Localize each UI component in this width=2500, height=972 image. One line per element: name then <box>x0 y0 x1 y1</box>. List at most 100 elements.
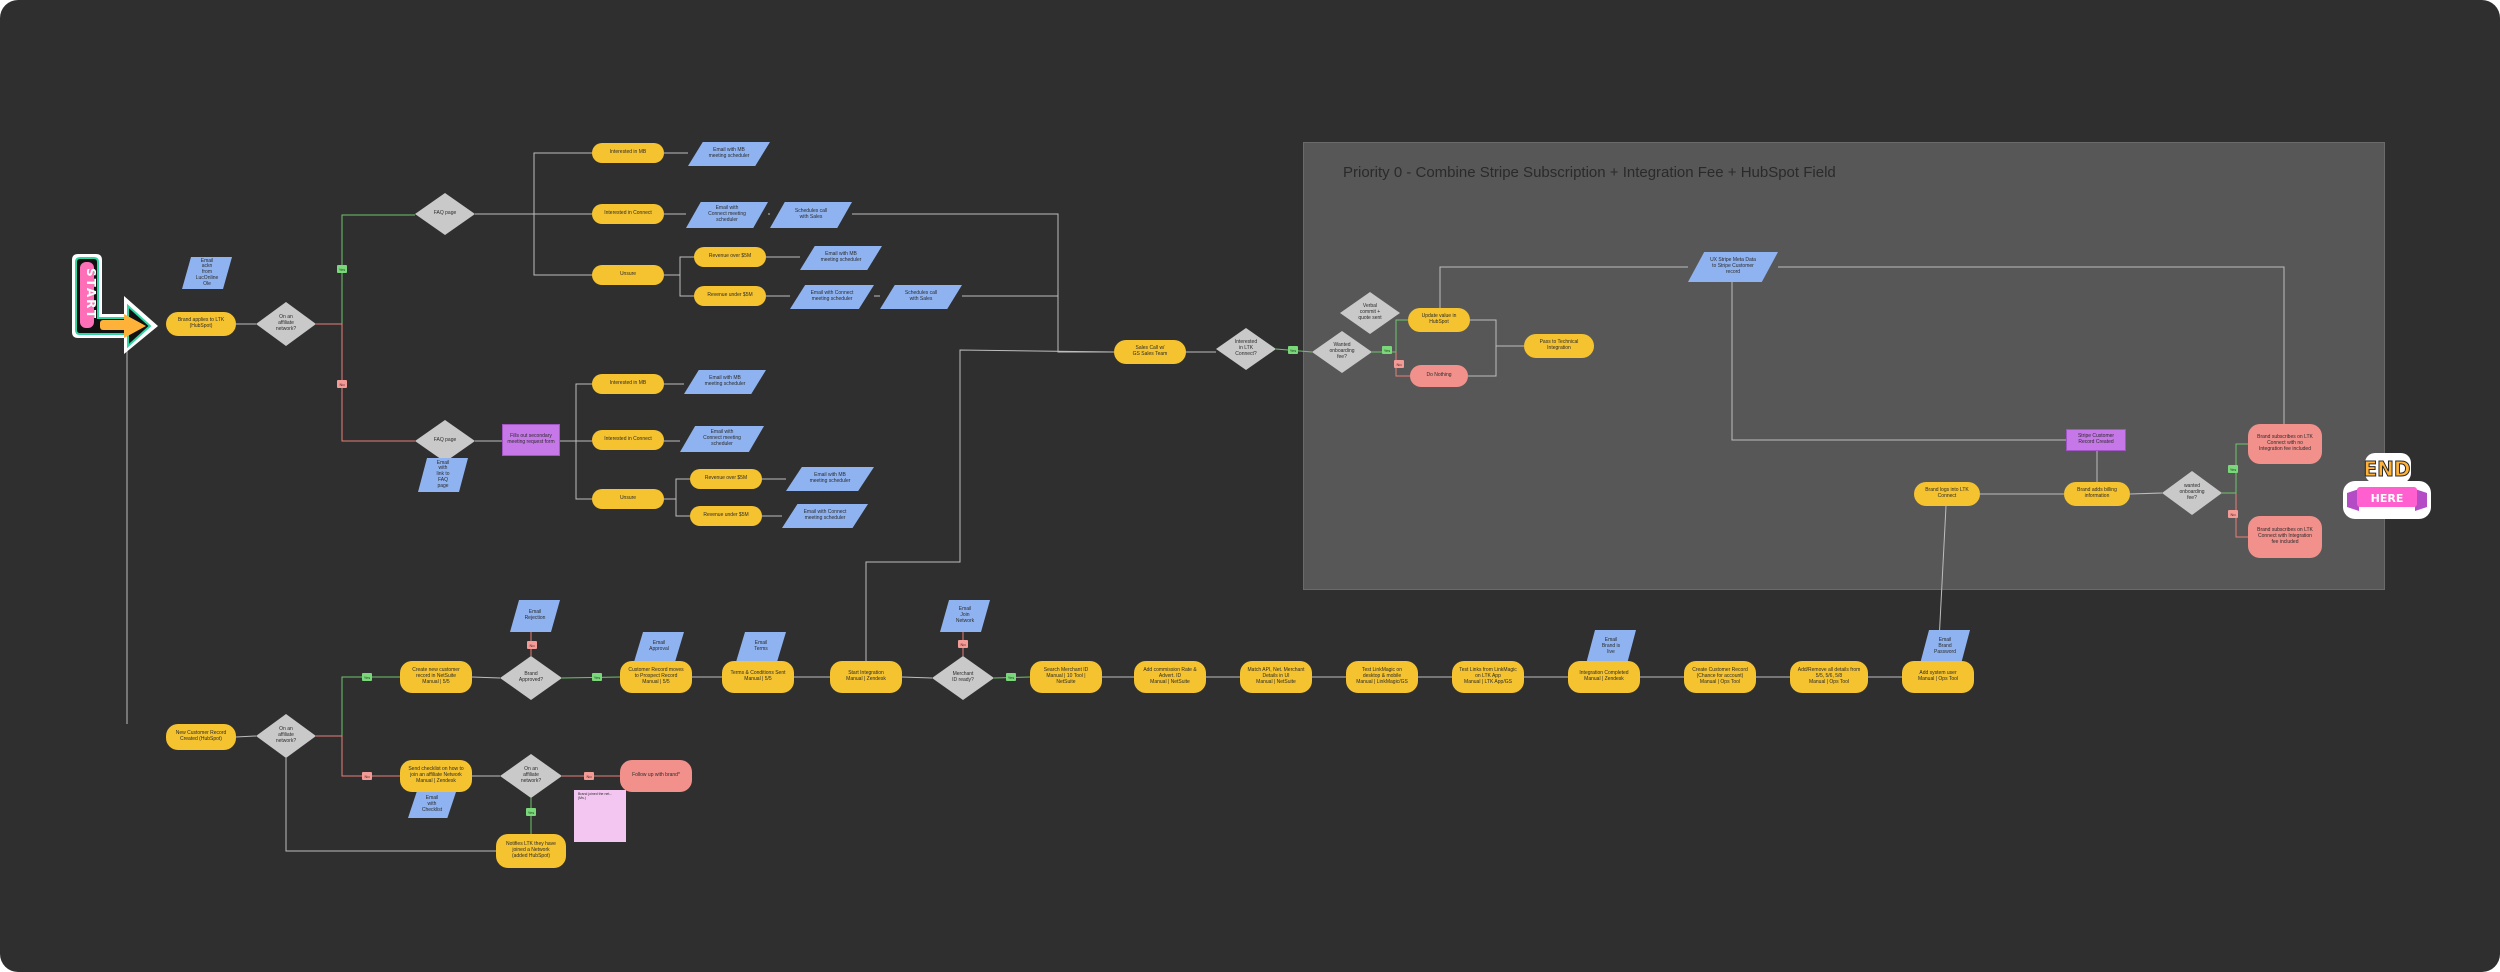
match-api-node[interactable]: Match API, Net. Merchant Details in UI M… <box>1240 661 1312 693</box>
connector-line <box>664 478 690 500</box>
revenue-over-node-bottom[interactable]: Revenue over $5M <box>690 469 762 489</box>
subscribes-with-fee-node[interactable]: Brand subscribes on LTK Connect with Int… <box>2248 516 2322 558</box>
schedules-sales-call-node-top[interactable]: Schedules call with Sales <box>770 202 852 228</box>
customer-record-prospect-node[interactable]: Customer Record moves to Prospect Record… <box>620 661 692 693</box>
connector-line <box>285 758 496 852</box>
search-merchant-node[interactable]: Search Merchant ID Manual | 10 Tool | Ne… <box>1030 661 1102 693</box>
send-checklist-node[interactable]: Send checklist on how to join an affilia… <box>400 760 472 792</box>
yes-badge: Yes <box>1382 346 1392 354</box>
add-commission-node[interactable]: Add commission Rate & Advert. ID Manual … <box>1134 661 1206 693</box>
start-integration-node[interactable]: Start Integration Manual | Zendesk <box>830 661 902 693</box>
connector-line <box>1778 266 2285 424</box>
email-connect-scheduler-node-top-2[interactable]: Email with Connect meeting scheduler <box>790 285 874 309</box>
connector-line <box>316 323 415 442</box>
end-label: END <box>2363 457 2410 481</box>
start-sticker: START <box>72 254 158 354</box>
yes-badge: Yes <box>1006 673 1016 681</box>
email-mb-scheduler-node-bottom[interactable]: Email with MB meeting scheduler <box>684 370 766 394</box>
fill-secondary-form-node[interactable]: Fills out secondary meeting request form <box>502 424 560 456</box>
do-nothing-node[interactable]: Do Nothing <box>1410 365 1468 387</box>
connector-line <box>679 275 694 297</box>
email-connect-scheduler-node-bottom-2[interactable]: Email with Connect meeting scheduler <box>782 504 868 528</box>
email-mb-scheduler-node-top-2[interactable]: Email with MB meeting scheduler <box>800 246 882 270</box>
add-remove-details-node[interactable]: Add/Remove all details from 5/5, 5/6, 5/… <box>1790 661 1868 693</box>
email-brand-live-node[interactable]: Email Brand is live <box>1586 630 1636 664</box>
add-system-user-node[interactable]: Add system user Manual | Ops Tool <box>1902 661 1974 693</box>
unsure-node-top[interactable]: Unsure <box>592 265 664 285</box>
email-acknowledgement-node[interactable]: Email ackn from LucOnline Ole <box>182 257 232 289</box>
interested-mb-node-top[interactable]: Interested in MB <box>592 143 664 163</box>
ux-stripe-node[interactable]: UX Stripe Meta Data to Stripe Customer r… <box>1688 252 1778 282</box>
connector-line <box>471 676 501 679</box>
email-mb-scheduler-node-top[interactable]: Email with MB meeting scheduler <box>688 142 770 166</box>
end-sticker: END HERE <box>2343 453 2431 519</box>
revenue-under-node-top[interactable]: Revenue under $5M <box>694 286 766 306</box>
test-linkmagic-node[interactable]: Test LinkMagic on desktop & mobile Manua… <box>1346 661 1418 693</box>
notifies-ltk-node[interactable]: Notifies LTK they have joined a Network … <box>496 834 566 868</box>
stripe-record-node[interactable]: Stripe Customer Record Created <box>2066 429 2126 451</box>
pass-technical-node[interactable]: Pass to Technical Integration <box>1524 334 1594 358</box>
connector-line <box>1439 266 1688 308</box>
no-badge: No <box>337 380 347 388</box>
integration-completed-node[interactable]: Integration Completed Manual | Zendesk <box>1568 661 1640 693</box>
email-checklist-node[interactable]: Email with Checklist <box>408 792 456 818</box>
interested-connect-node-bottom[interactable]: Interested in Connect <box>592 430 664 450</box>
email-connect-scheduler-node-bottom[interactable]: Email with Connect meeting scheduler <box>680 426 764 452</box>
interested-connect-node-top[interactable]: Interested in Connect <box>592 204 664 224</box>
connector-line <box>675 499 690 517</box>
email-approval-node[interactable]: Email Approval <box>634 632 684 662</box>
connector-line <box>316 735 400 777</box>
no-badge: No <box>2228 510 2238 518</box>
no-badge: No <box>958 640 968 648</box>
connector-line <box>2129 492 2163 495</box>
revenue-under-node-bottom[interactable]: Revenue under $5M <box>690 506 762 526</box>
create-customer-record-node[interactable]: Create Customer Record (Chance for accou… <box>1684 661 1756 693</box>
interested-mb-node-bottom[interactable]: Interested in MB <box>592 374 664 394</box>
connector-line <box>475 152 592 215</box>
connector-line <box>316 676 400 737</box>
unsure-node-bottom[interactable]: Unsure <box>592 489 664 509</box>
yes-badge: Yes <box>2228 465 2238 473</box>
new-customer-record-node[interactable]: New Customer Record Created (HubSpot) <box>166 724 236 750</box>
connector-line <box>1731 282 2066 441</box>
email-faq-link-node[interactable]: Email with link to FAQ page <box>418 458 468 492</box>
priority-group-title: Priority 0 - Combine Stripe Subscription… <box>1343 164 1836 181</box>
connector-line <box>865 349 1115 661</box>
connector-line <box>533 214 592 276</box>
email-brand-password-node[interactable]: Email Brand Password <box>1920 630 1970 664</box>
connector-line <box>316 214 415 325</box>
connector-line <box>1470 319 1524 347</box>
priority-group <box>1303 142 2385 590</box>
no-badge: No <box>527 641 537 649</box>
schedules-sales-call-node-top-2[interactable]: Schedules call with Sales <box>880 285 962 309</box>
sales-call-node[interactable]: Sales Call w/ GS Sales Team <box>1114 340 1186 364</box>
connector-line <box>1468 346 1497 377</box>
here-label: HERE <box>2371 492 2404 505</box>
sticky-note: Brand joined the net... (Ms.) <box>574 790 626 842</box>
follow-up-brand-node[interactable]: Follow up with brand* <box>620 760 692 792</box>
test-links-node[interactable]: Test Links from LinkMagic on LTK App Man… <box>1452 661 1524 693</box>
connector-line <box>664 256 694 276</box>
terms-conditions-node[interactable]: Terms & Conditions Sent Manual | 5/5 <box>722 661 794 693</box>
yes-badge: Yes <box>362 673 372 681</box>
update-hubspot-node[interactable]: Update value in HubSpot <box>1408 308 1470 332</box>
email-rejection-node[interactable]: Email Rejection <box>510 600 560 632</box>
no-badge: No <box>584 772 594 780</box>
connector-line <box>235 735 257 738</box>
email-join-network-node[interactable]: Email Join Network <box>940 600 990 632</box>
brand-logs-in-node[interactable]: Brand logs into LTK Connect <box>1914 482 1980 506</box>
no-badge: No <box>362 772 372 780</box>
subscribes-without-fee-node[interactable]: Brand subscribes on LTK Connect with no … <box>2248 424 2322 464</box>
yes-badge: Yes <box>337 265 347 273</box>
brand-applies-node[interactable]: Brand applies to LTK (HubSpot) <box>166 312 236 336</box>
email-connect-scheduler-node-top[interactable]: Email with Connect meeting scheduler <box>686 202 768 228</box>
brand-billing-node[interactable]: Brand adds billing information <box>2064 482 2130 506</box>
email-terms-node[interactable]: Email Terms <box>736 632 786 662</box>
connector-line <box>575 441 592 500</box>
yes-badge: Yes <box>592 673 602 681</box>
email-mb-scheduler-node-bottom-2[interactable]: Email with MB meeting scheduler <box>786 467 874 491</box>
revenue-over-node-top[interactable]: Revenue over $5M <box>694 247 766 267</box>
create-customer-netsuite-node[interactable]: Create new customer record in NetSuite M… <box>400 661 472 693</box>
